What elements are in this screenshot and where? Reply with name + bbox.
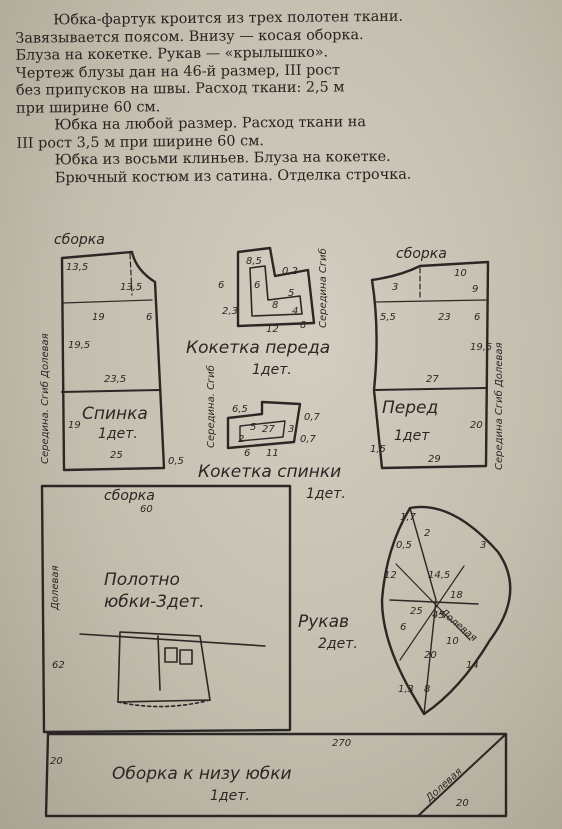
front-yoke-dim-i: 4 (292, 306, 299, 317)
front-yoke-dim-d: 8 (272, 300, 279, 311)
front-dim-hem-side: 1,5 (370, 444, 386, 455)
front-dim-length: 19,5 (470, 342, 493, 353)
back-yoke-dim-h: 2 (238, 434, 245, 445)
front-gather-label: сборка (396, 246, 447, 262)
ruffle-dim-height: 20 (50, 756, 63, 767)
front-yoke-dim-f: 2,3 (222, 306, 238, 317)
ruffle-count: 1дет. (210, 788, 250, 804)
front-yoke-dim-c: 6 (254, 280, 261, 291)
back-title: Спинка (82, 404, 148, 424)
front-center-label: Середина Сгиб Долевая (494, 342, 505, 471)
front-title: Перед (382, 398, 439, 418)
front-count: 1дет (394, 428, 430, 444)
sleeve-dim-m: 14 (466, 660, 479, 671)
front-yoke-dim-b: 0,2 (282, 266, 298, 277)
back-yoke-dim-a: 6,5 (232, 404, 248, 415)
back-dim-top: 13,5 (66, 262, 89, 273)
back-yoke-title: Кокетка спинки (198, 462, 342, 482)
skirt-title-line1: Полотно (104, 570, 180, 590)
front-yoke-count: 1дет. (252, 362, 292, 378)
skirt-panel-outline (40, 484, 292, 734)
skirt-dim-height: 62 (52, 660, 65, 671)
front-dim-top-left: 3 (392, 282, 399, 293)
sleeve-dim-e: 12 (384, 570, 397, 581)
sleeve-dim-a: 1,7 (400, 512, 416, 523)
back-yoke-dim-e: 11 (266, 448, 279, 459)
sleeve-title: Рукав (298, 612, 350, 632)
ruffle-dim-end: 20 (456, 798, 469, 809)
front-dim-lower: 20 (470, 420, 483, 431)
front-dim-top: 10 (454, 268, 467, 279)
back-piece-outline (60, 250, 166, 472)
front-dim-b: 23 (438, 312, 451, 323)
sleeve-dim-h: 25 (410, 606, 423, 617)
back-yoke-dim-i: 3 (288, 424, 295, 435)
back-dim-waist: 23,5 (104, 374, 127, 385)
back-yoke-count: 1дет. (306, 486, 346, 502)
back-dim-hem-side: 0,5 (168, 456, 184, 467)
sleeve-dim-l: 10 (446, 636, 459, 647)
back-yoke-dim-g: 0,7 (300, 434, 316, 445)
back-dim-lower: 19 (68, 420, 81, 431)
sleeve-dim-c: 2 (424, 528, 431, 539)
skirt-title-line2: юбки-3дет. (104, 592, 205, 612)
sleeve-dim-f: 14,5 (428, 570, 451, 581)
back-yoke-dim-b: 5 (250, 422, 257, 433)
sleeve-outline (380, 505, 512, 716)
sleeve-dim-o: 8 (424, 684, 431, 695)
back-yoke-outline (226, 400, 302, 450)
back-gather-label: сборка (54, 232, 105, 248)
skirt-gather-label: сборка (104, 488, 155, 504)
front-dim-waist: 27 (426, 374, 439, 385)
sleeve-dim-k: 20 (424, 650, 437, 661)
sleeve-dim-i: 45 (432, 610, 445, 621)
back-dim-armhole: 13,5 (120, 282, 143, 293)
front-yoke-dim-h: 5 (288, 288, 295, 299)
front-piece-outline (370, 260, 490, 470)
front-yoke-center-label: Середина Сгиб (318, 248, 329, 328)
back-dim-side-top: 6 (146, 312, 153, 323)
front-dim-a: 5,5 (380, 312, 396, 323)
skirt-illustration (79, 631, 266, 708)
front-yoke-dim-e: 12 (266, 324, 279, 335)
front-yoke-outline (236, 246, 316, 328)
front-dim-c: 6 (474, 312, 481, 323)
back-center-label: Середина. Сгиб Долевая (40, 333, 51, 464)
ruffle-title: Оборка к низу юбки (112, 764, 292, 784)
back-dim-length: 19,5 (68, 340, 91, 351)
sleeve-dim-d: 3 (480, 540, 487, 551)
sleeve-count: 2дет. (318, 636, 358, 652)
front-yoke-dim-g: 6 (218, 280, 225, 291)
back-yoke-center-label: Середина. Сгиб (206, 365, 217, 448)
back-yoke-dim-d: 0,7 (304, 412, 320, 423)
back-dim-hem: 25 (110, 450, 123, 461)
front-yoke-title: Кокетка переда (186, 338, 331, 358)
sleeve-dim-j: 6 (400, 622, 407, 633)
front-yoke-dim-a: 8,5 (246, 256, 262, 267)
sleeve-dim-g: 18 (450, 590, 463, 601)
back-dim-chest: 19 (92, 312, 105, 323)
back-count: 1дет. (98, 426, 138, 442)
ruffle-dim-length: 270 (332, 738, 352, 749)
back-yoke-dim-f: 6 (244, 448, 251, 459)
back-yoke-dim-c: 27 (262, 424, 275, 435)
sleeve-dim-n: 1,3 (398, 684, 414, 695)
front-dim-side: 9 (472, 284, 479, 295)
front-dim-hem: 29 (428, 454, 441, 465)
front-yoke-dim-j: 8 (300, 320, 307, 331)
sleeve-dim-b: 0,5 (396, 540, 412, 551)
skirt-dim-top: 60 (140, 504, 153, 515)
ruffle-outline (44, 732, 508, 818)
skirt-grain-label: Долевая (50, 565, 61, 610)
